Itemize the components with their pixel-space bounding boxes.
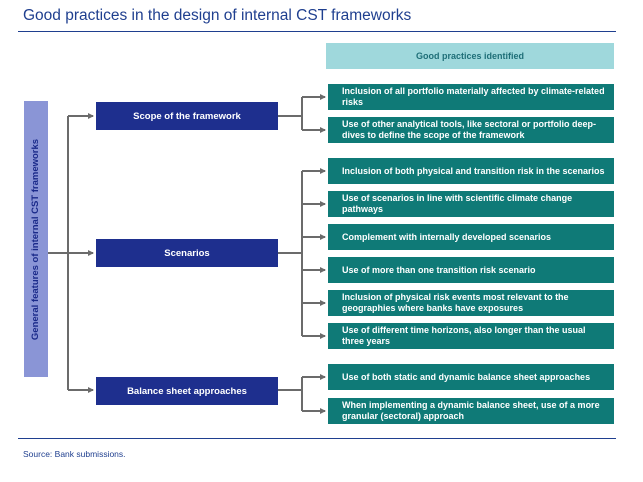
practice-item: Complement with internally developed sce…: [328, 224, 614, 250]
feature-scope-of-framework: Scope of the framework: [96, 102, 278, 130]
practice-item: Use of different time horizons, also lon…: [328, 323, 614, 349]
feature-balance-sheet-approaches: Balance sheet approaches: [96, 377, 278, 405]
feature-scenarios: Scenarios: [96, 239, 278, 267]
practice-item: Use of both static and dynamic balance s…: [328, 364, 614, 390]
practice-item: Use of scenarios in line with scientific…: [328, 191, 614, 217]
general-features-box: General features of internal CST framewo…: [24, 101, 48, 377]
practice-item: Inclusion of physical risk events most r…: [328, 290, 614, 316]
practice-item: Inclusion of all portfolio materially af…: [328, 84, 614, 110]
practice-item: When implementing a dynamic balance shee…: [328, 398, 614, 424]
page-title: Good practices in the design of internal…: [23, 7, 412, 24]
practice-item: Use of more than one transition risk sce…: [328, 257, 614, 283]
practice-item: Use of other analytical tools, like sect…: [328, 117, 614, 143]
footer-divider: [18, 438, 616, 439]
title-divider: [18, 31, 616, 32]
source-note: Source: Bank submissions.: [23, 449, 126, 459]
good-practices-header: Good practices identified: [326, 43, 614, 69]
practice-item: Inclusion of both physical and transitio…: [328, 158, 614, 184]
